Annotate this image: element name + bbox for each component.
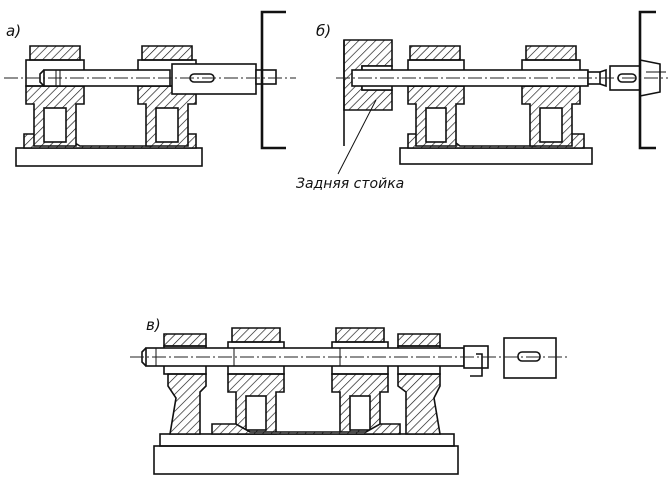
view-a-label: а) [6,22,21,40]
view-v-right-pedestal [331,327,389,435]
view-a-left-pedestal [25,45,85,147]
tailstock-leader [337,99,377,175]
view-a-bracket [260,10,286,150]
view-b-bracket [638,10,666,150]
view-b: б) [296,10,668,192]
view-b-label: б) [316,22,331,40]
view-b-left-pedestal [407,45,465,147]
view-v-left-pedestal [227,327,285,435]
view-a-right-pedestal [137,45,197,147]
view-v-right-support [397,333,441,435]
view-b-right-pedestal [521,45,581,147]
view-a-mandrel [171,63,277,95]
view-v-label: в) [146,316,161,334]
view-v-base [153,433,459,475]
view-v-left-support [163,333,207,435]
view-v: в) [130,316,570,475]
view-b-tailstock [343,39,393,146]
view-a: а) [4,10,296,167]
view-v-mandrel [463,337,557,379]
tailstock-callout: Задняя стойка [296,176,404,192]
